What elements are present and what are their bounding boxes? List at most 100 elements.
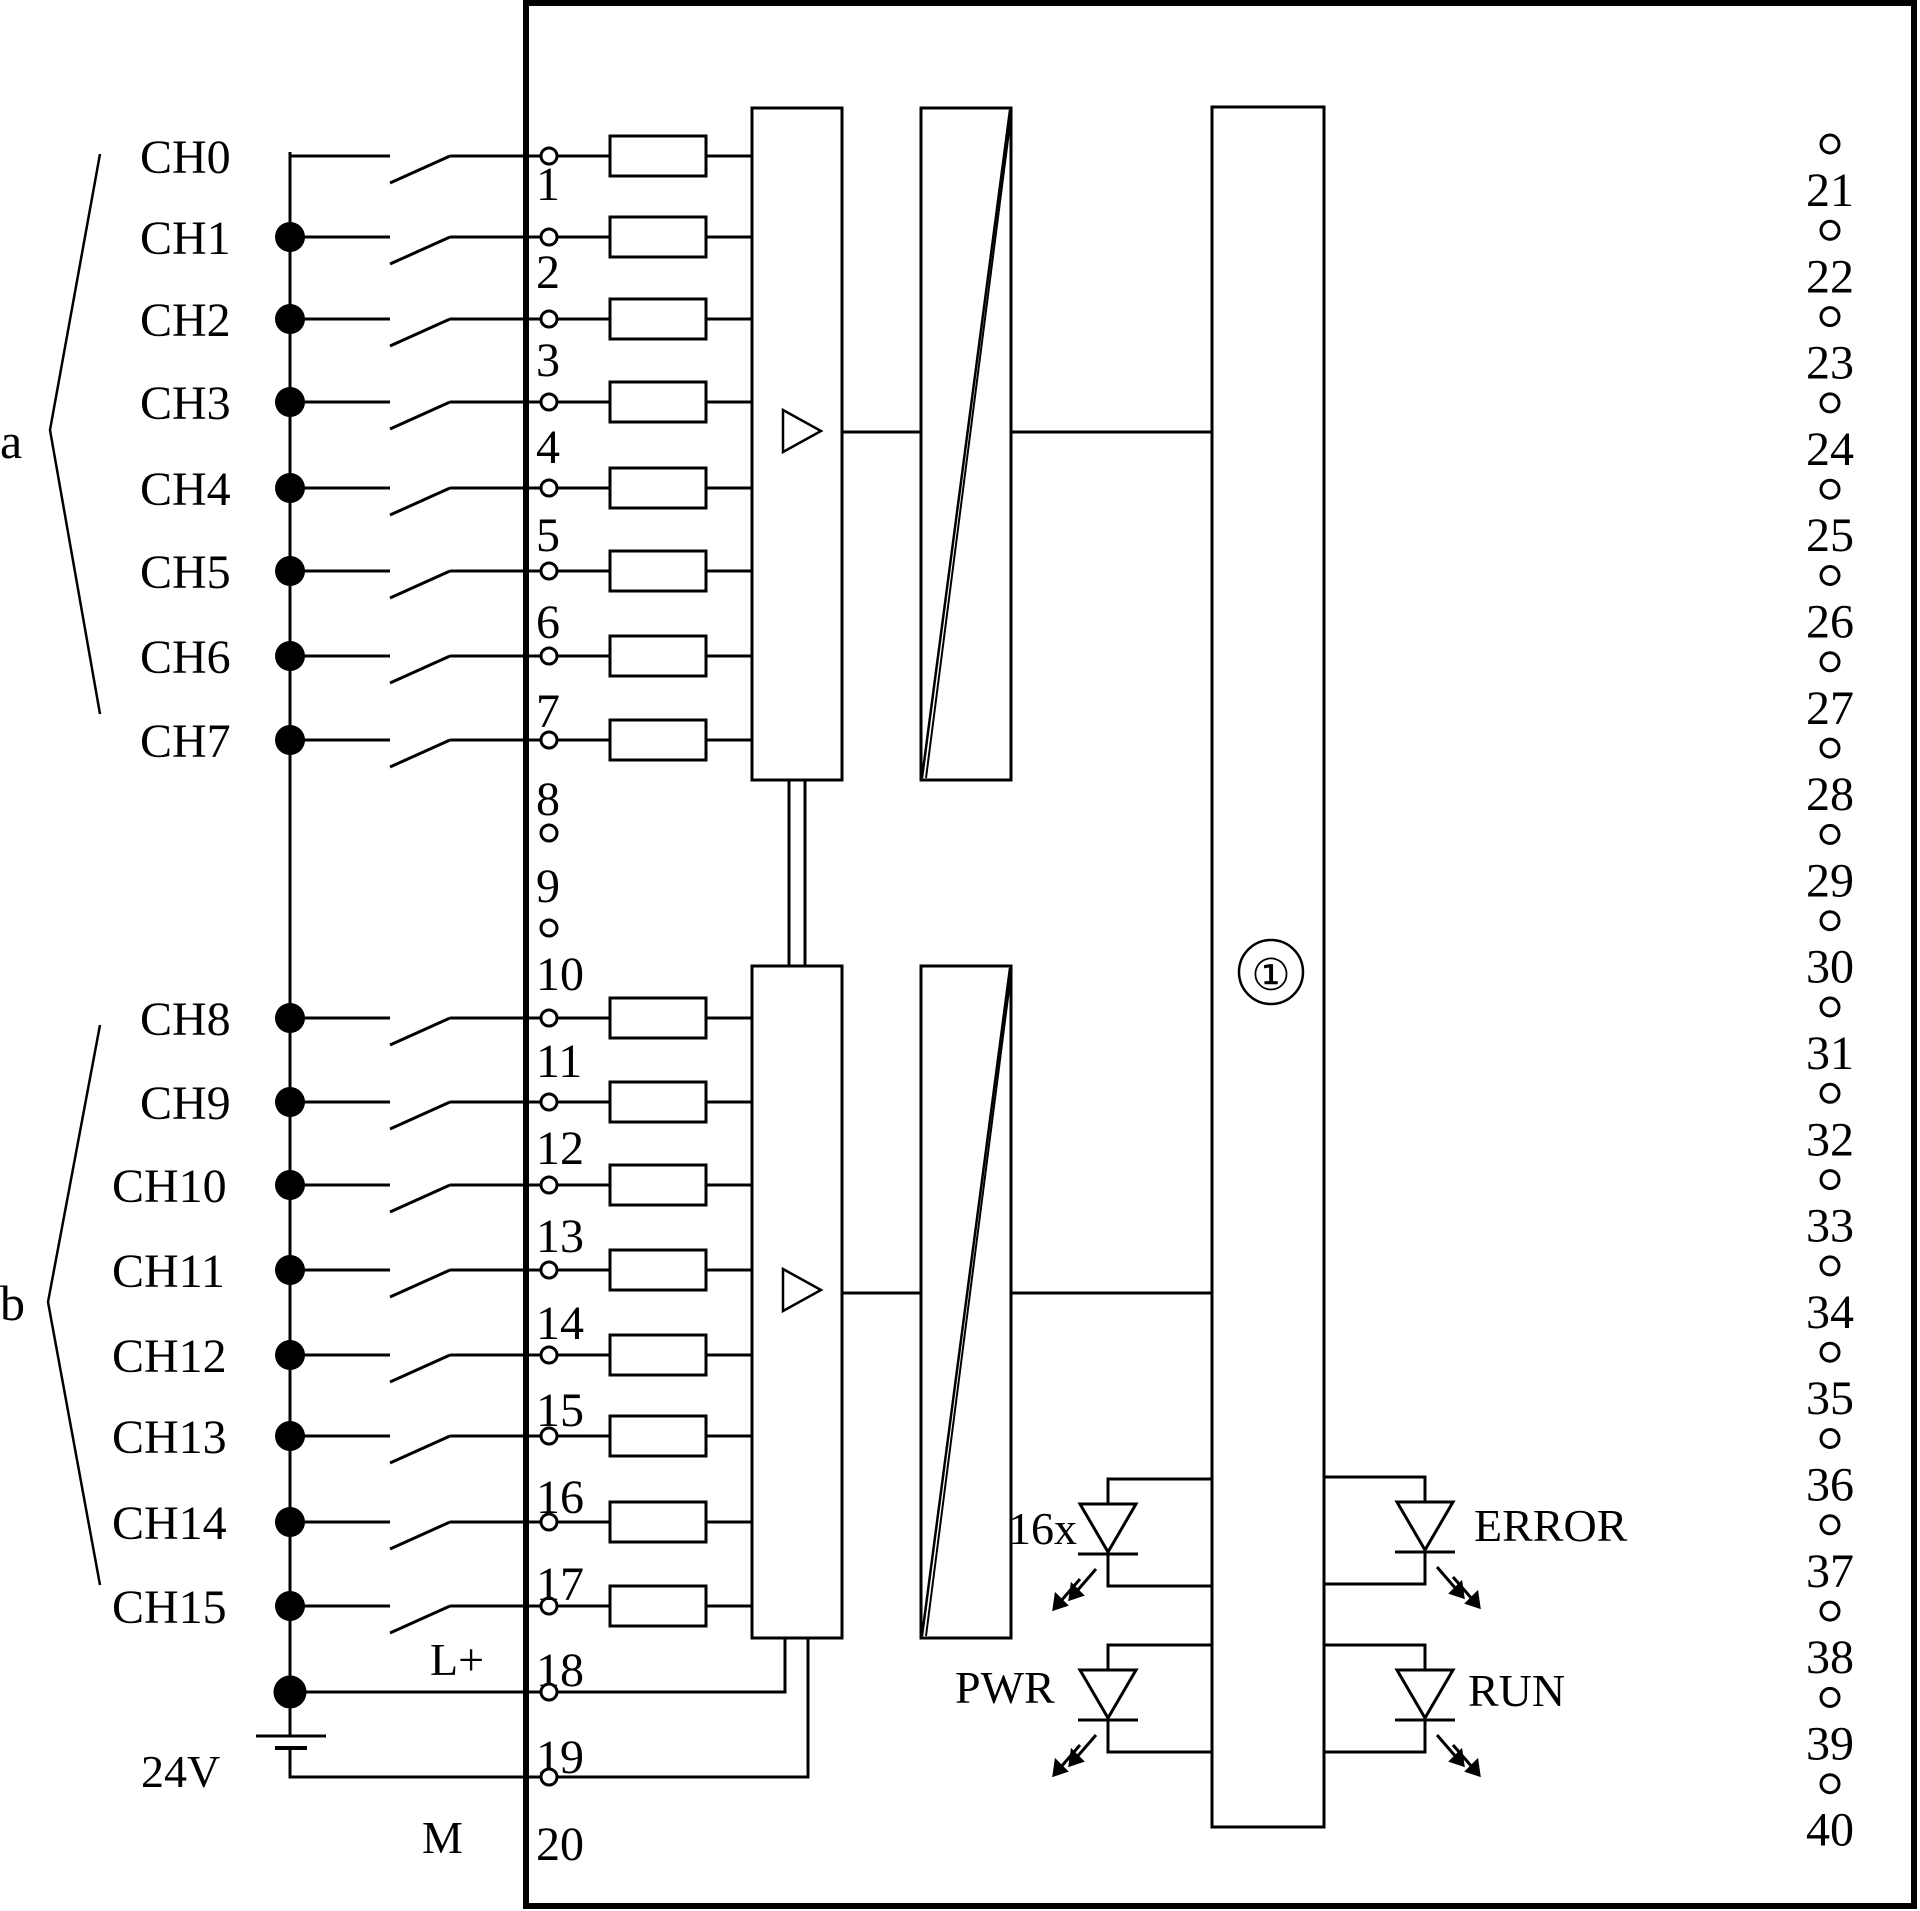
left-terminal-number-7: 7 <box>536 685 560 738</box>
group-a-label: a <box>0 413 22 469</box>
right-terminal-number-26: 26 <box>1806 596 1854 649</box>
left-terminal-number-8: 8 <box>536 773 560 826</box>
right-terminal-circle-40 <box>1819 1773 1841 1795</box>
switch-contact-2 <box>389 317 451 348</box>
left-terminal-number-3: 3 <box>536 334 560 387</box>
right-terminal-circle-38 <box>1819 1600 1841 1622</box>
right-terminal-circle-35 <box>1819 1341 1841 1363</box>
channel-wiring: CH0CH1CH2CH3CH4CH5CH6CH7CH8CH9CH10CH11CH… <box>112 131 752 1635</box>
terminal-circle-10 <box>539 1175 559 1195</box>
led-run-diode <box>1394 1668 1456 1721</box>
led-16x-label: 16x <box>1008 1503 1077 1554</box>
m-label: M <box>422 1812 463 1863</box>
isolation-block-a <box>919 106 1013 782</box>
bus-marker-circle <box>1237 938 1305 1006</box>
right-terminal-number-23: 23 <box>1806 337 1854 390</box>
led-pwr-wire-top <box>1106 1643 1212 1670</box>
input-resistor-6 <box>608 634 708 678</box>
input-resistor-11 <box>608 1248 708 1292</box>
right-terminal-circle-21 <box>1819 133 1841 155</box>
right-terminal-number-39: 39 <box>1806 1717 1854 1770</box>
input-resistor-4 <box>608 466 708 510</box>
channel-label-0: CH0 <box>140 131 231 184</box>
left-terminal-number-6: 6 <box>536 596 560 649</box>
terminal-9-circle <box>539 918 559 938</box>
led-error-light-arrowhead-1 <box>1464 1589 1481 1610</box>
right-terminal-number-24: 24 <box>1806 423 1854 476</box>
left-terminal-number-17: 17 <box>536 1558 584 1611</box>
isolation-diagonal-a <box>920 109 1012 779</box>
switch-contact-11 <box>389 1268 451 1299</box>
right-terminal-number-33: 33 <box>1806 1200 1854 1253</box>
left-terminal-number-15: 15 <box>536 1384 584 1437</box>
led-error-label: ERROR <box>1474 1500 1628 1551</box>
input-resistor-2 <box>608 297 708 341</box>
right-terminal-number-27: 27 <box>1806 682 1854 735</box>
right-terminal-number-38: 38 <box>1806 1631 1854 1684</box>
group-b-label: b <box>0 1275 25 1331</box>
isolation-diagonal-b <box>920 967 1012 1637</box>
right-terminal-circle-25 <box>1819 478 1841 500</box>
channel-label-8: CH8 <box>140 993 231 1046</box>
input-resistor-10 <box>608 1163 708 1207</box>
led-pwr-light-arrowhead-1 <box>1052 1757 1069 1778</box>
right-terminal-circle-34 <box>1819 1255 1841 1277</box>
left-terminal-number-20: 20 <box>536 1818 584 1871</box>
right-terminal-circle-31 <box>1819 996 1841 1018</box>
switch-contact-15 <box>389 1604 451 1635</box>
channel-label-4: CH4 <box>140 463 231 516</box>
right-terminal-number-32: 32 <box>1806 1113 1854 1166</box>
channel-label-9: CH9 <box>140 1077 231 1130</box>
led-error-wire-bottom <box>1324 1552 1427 1586</box>
right-terminal-number-34: 34 <box>1806 1286 1854 1339</box>
led-run-light-arrowhead-1 <box>1464 1757 1481 1778</box>
channel-label-12: CH12 <box>112 1330 227 1383</box>
switch-contact-3 <box>389 400 451 431</box>
led-pwr-wire-bottom <box>1106 1720 1212 1754</box>
supply-voltage-label: 24V <box>141 1746 220 1797</box>
channel-label-3: CH3 <box>140 377 231 430</box>
right-terminal-circle-32 <box>1819 1082 1841 1104</box>
m-wire <box>288 1748 541 1779</box>
l-plus-to-block <box>557 1638 787 1694</box>
right-terminal-circle-36 <box>1819 1428 1841 1449</box>
channel-label-15: CH15 <box>112 1581 227 1634</box>
left-terminal-number-13: 13 <box>536 1210 584 1263</box>
channel-label-14: CH14 <box>112 1497 227 1550</box>
l-plus-label: L+ <box>430 1634 484 1685</box>
led-run-label: RUN <box>1468 1665 1565 1716</box>
left-terminal-number-10: 10 <box>536 948 584 1001</box>
led-16x-light-arrowhead-1 <box>1052 1591 1069 1612</box>
switch-contact-13 <box>389 1434 451 1465</box>
input-resistor-1 <box>608 215 708 259</box>
isolation-block-b <box>919 964 1013 1640</box>
input-resistor-12 <box>608 1333 708 1377</box>
input-block-a <box>750 106 844 782</box>
left-terminal-number-16: 16 <box>536 1471 584 1524</box>
isolation-diagonal-a2 <box>925 123 1011 779</box>
channel-label-5: CH5 <box>140 546 231 599</box>
input-resistor-5 <box>608 549 708 593</box>
switch-contact-14 <box>389 1520 451 1551</box>
input-resistor-8 <box>608 996 708 1040</box>
right-terminal-circle-33 <box>1819 1169 1841 1191</box>
buffer-symbol-a <box>781 407 824 455</box>
input-resistor-14 <box>608 1500 708 1544</box>
supply-junction-dot <box>273 1675 307 1709</box>
right-terminal-circle-29 <box>1819 823 1841 845</box>
channel-label-6: CH6 <box>140 631 231 684</box>
switch-contact-6 <box>389 654 451 685</box>
left-terminal-number-12: 12 <box>536 1122 584 1175</box>
switch-contact-7 <box>389 738 451 769</box>
right-terminal-number-29: 29 <box>1806 854 1854 907</box>
backplane-bus-block <box>1210 105 1326 1829</box>
right-terminal-circle-23 <box>1819 306 1841 328</box>
channel-label-2: CH2 <box>140 294 231 347</box>
terminal-circle-2 <box>539 309 559 329</box>
right-terminal-number-22: 22 <box>1806 250 1854 303</box>
switch-contact-12 <box>389 1353 451 1384</box>
group-a-brace <box>48 153 102 715</box>
input-resistor-15 <box>608 1584 708 1628</box>
